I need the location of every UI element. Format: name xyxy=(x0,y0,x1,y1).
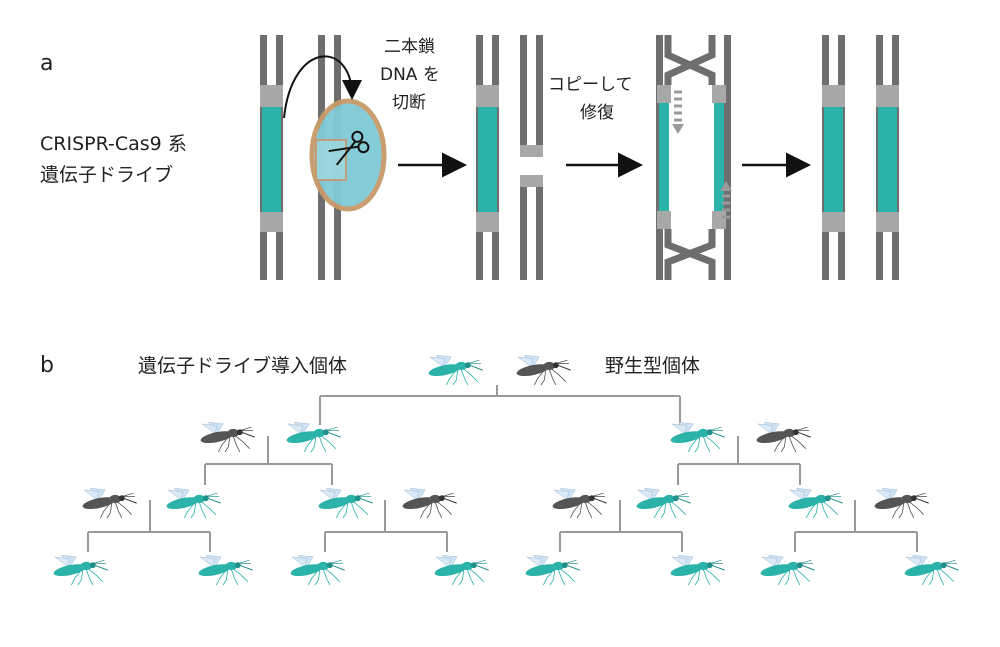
panel-a-letter: a xyxy=(40,51,53,76)
dna-stage-1 xyxy=(260,35,387,280)
drive-label: 遺伝子ドライブ導入個体 xyxy=(138,354,347,377)
mosquito-wild-gen2 xyxy=(873,487,930,519)
wild-label: 野生型個体 xyxy=(605,355,700,377)
mosquito-drive-gen3 xyxy=(524,554,581,586)
dna-stage-2 xyxy=(476,35,543,280)
mosquito-drive-gen3 xyxy=(669,554,726,586)
mosquito-drive-gen3 xyxy=(759,554,816,586)
step1-line3: 切断 xyxy=(392,93,426,113)
mosquito-wild-gen1 xyxy=(199,421,256,453)
mosquito-drive-gen1 xyxy=(669,421,726,453)
mosquito-drive-gen2 xyxy=(635,487,692,519)
step2-line2: 修復 xyxy=(580,103,614,123)
mosquito-drive-gen3 xyxy=(903,554,960,586)
step1-line1: 二本鎖 xyxy=(384,37,435,57)
curved-arrow-icon xyxy=(283,55,362,119)
dna-stage-4 xyxy=(822,35,899,280)
mosquito-wild-gen2 xyxy=(401,487,458,519)
step2-line1: コピーして xyxy=(548,75,633,95)
mosquito-drive-gen3 xyxy=(289,554,346,586)
scissors-icon xyxy=(328,130,370,166)
mosquito-wild-gen2 xyxy=(81,487,138,519)
mosquito-drive-gen1 xyxy=(285,421,342,453)
mosquito-wild-parent xyxy=(515,354,572,386)
mosquito-drive-parent xyxy=(427,354,484,386)
dna-stage-3 xyxy=(656,35,732,280)
panel-b-letter: b xyxy=(40,353,54,378)
mosquito-wild-gen1 xyxy=(755,421,812,453)
mosquito-drive-gen3 xyxy=(52,554,109,586)
mosquito-drive-gen2 xyxy=(787,487,844,519)
pedigree-lines xyxy=(87,385,918,552)
mosquito-drive-gen2 xyxy=(165,487,222,519)
mosquito-drive-gen2 xyxy=(317,487,374,519)
cas9-enzyme xyxy=(309,98,387,212)
mosquito-drive-gen3 xyxy=(197,554,254,586)
step1-line2: DNA を xyxy=(380,65,440,85)
system-label-line2: 遺伝子ドライブ xyxy=(40,163,173,186)
mosquito-wild-gen2 xyxy=(551,487,608,519)
gene-drive-cassette xyxy=(262,107,281,212)
system-label-line1: CRISPR-Cas9 系 xyxy=(40,133,187,155)
mosquito-drive-gen3 xyxy=(433,554,490,586)
